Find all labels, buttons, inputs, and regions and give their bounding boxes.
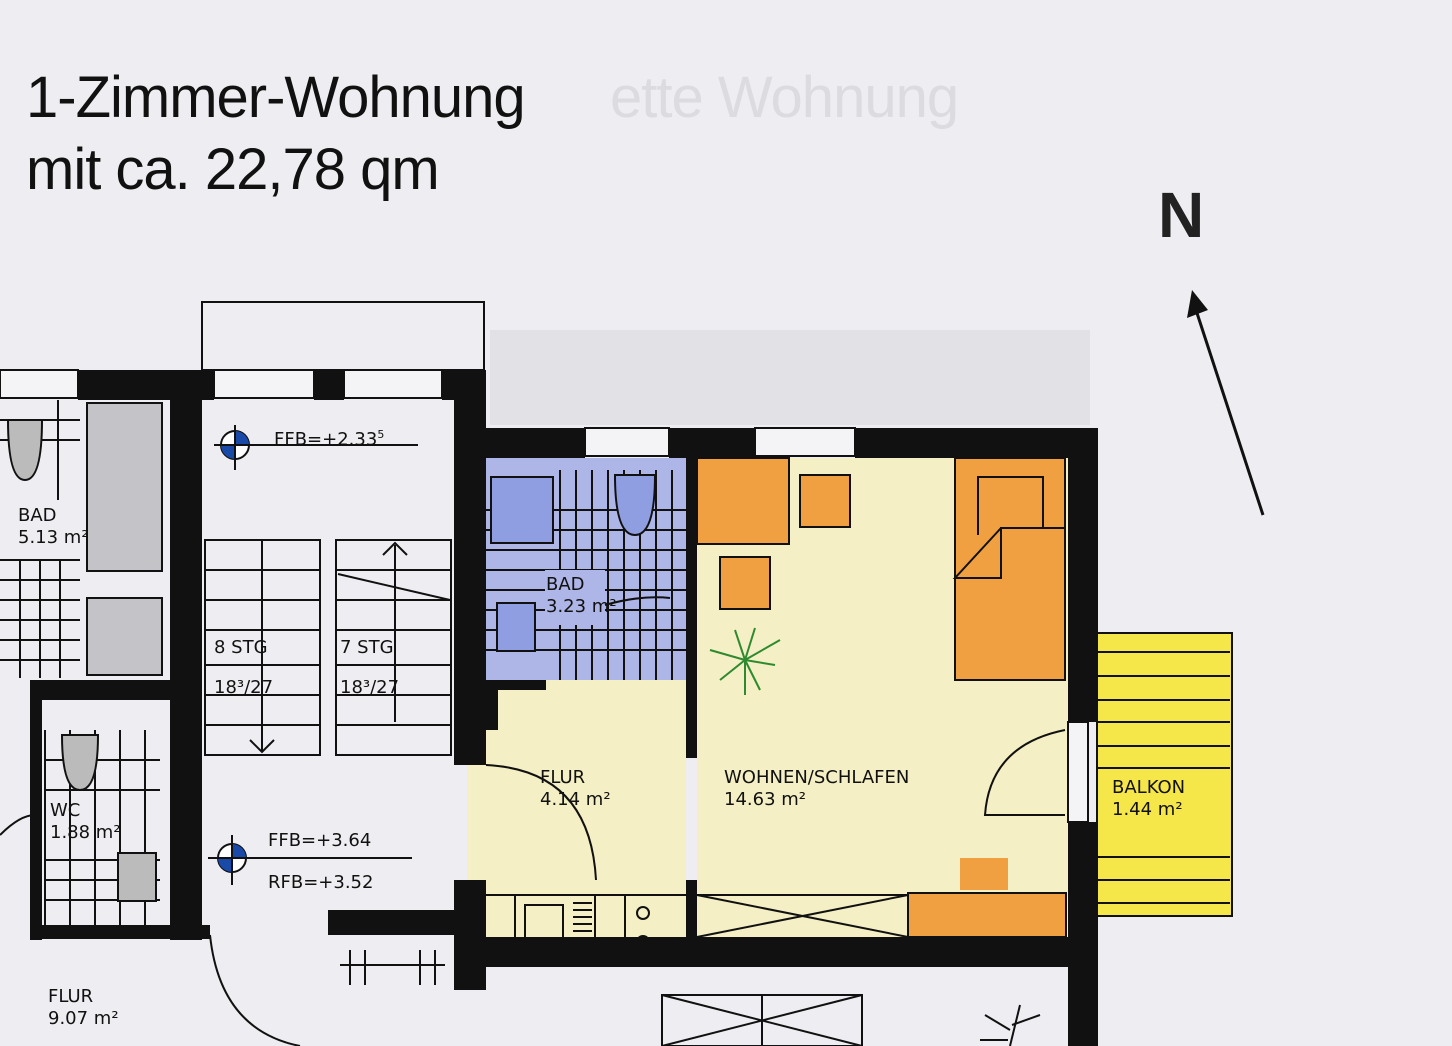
walls: [30, 370, 1098, 1046]
bed: [954, 457, 1066, 681]
level-marker-icon: [208, 835, 412, 885]
level-label-ffb-233: FFB=+2.335: [274, 428, 385, 450]
balcony-floor: [1096, 632, 1233, 917]
bleed-through-text: ette Wohnung: [610, 65, 959, 130]
level-label-ffb-364: FFB=+3.64: [268, 830, 372, 851]
level-label-rfb-352: RFB=+3.52: [268, 872, 374, 893]
plant-icon: [980, 1004, 1041, 1046]
plant-icon: [709, 627, 781, 695]
level-marker-icon: [214, 425, 418, 470]
title-line-2: mit ca. 22,78 qm: [26, 137, 440, 202]
plan-title: 1-Zimmer-Wohnung mit ca. 22,78 qm: [26, 62, 526, 206]
north-label: N: [1158, 179, 1205, 251]
north-arrow-icon: [1187, 290, 1265, 516]
hall-floor: [467, 680, 686, 894]
title-line-1: 1-Zimmer-Wohnung: [26, 65, 526, 130]
